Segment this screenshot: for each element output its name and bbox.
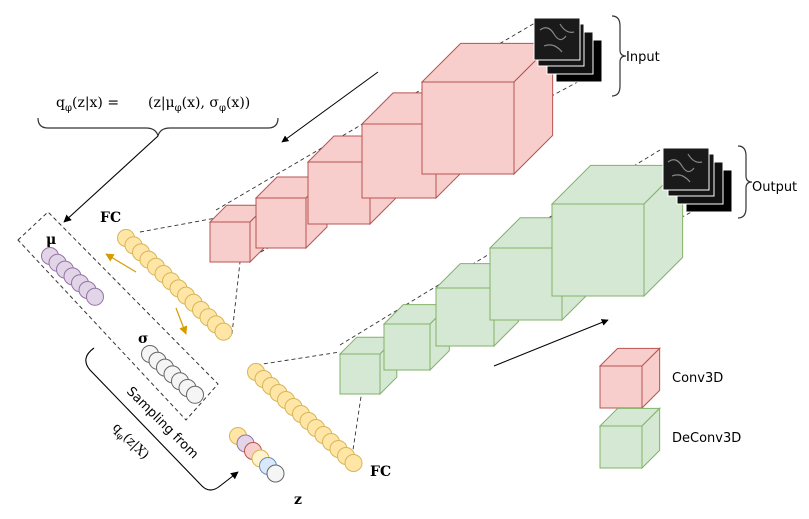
legend-label: DeConv3D — [672, 431, 741, 446]
formula-q-args: (z|x) = — [72, 95, 119, 111]
formula-to-latent-arrow — [63, 135, 159, 223]
decoder-deconv3d-blocks — [338, 164, 684, 396]
fc-encoder-label: FC — [100, 210, 121, 226]
legend-label: Conv3D — [672, 371, 723, 386]
latent-box — [17, 211, 219, 421]
output-image-stack — [662, 147, 733, 213]
legend: Conv3D DeConv3D — [598, 347, 741, 470]
fc-to-sigma-arrow — [175, 307, 188, 335]
input-label: Input — [626, 50, 660, 65]
posterior-formula: qφ(z|x) = (z|μφ(x), σφ(x)) — [56, 95, 250, 114]
formula-mu-subscript: φ — [175, 103, 182, 114]
sigma-node — [186, 385, 204, 404]
legend-swatch — [598, 407, 661, 470]
fc-decoder-label: FC — [370, 464, 391, 480]
formula-sigma-subscript: φ — [219, 103, 226, 114]
fc-node — [344, 454, 363, 472]
output-label: Output — [752, 180, 797, 195]
encoder-flow-arrow — [281, 71, 379, 143]
encoder-conv3d-blocks — [208, 42, 554, 264]
fc-to-mu-arrow — [105, 253, 137, 273]
formula-brace — [37, 117, 279, 137]
mu-nodes — [41, 247, 104, 306]
svg-text:qφ(z|x) =: qφ(z|x) = — [56, 95, 119, 114]
formula-q-subscript: φ — [65, 103, 72, 114]
fc-node — [214, 322, 233, 341]
z-node — [266, 464, 285, 483]
mu-node — [86, 287, 104, 306]
sigma-label: σ — [138, 331, 148, 347]
formula-rhs-close: (x)) — [226, 95, 250, 111]
conv3d-block — [420, 42, 554, 176]
decoder-flow-arrow — [493, 319, 609, 367]
mu-label: μ — [46, 232, 56, 248]
legend-swatch — [598, 347, 661, 410]
sampling-bracket — [85, 347, 239, 491]
z-nodes — [229, 427, 285, 483]
fc-encoder-nodes — [117, 229, 233, 341]
svg-text:(z|μφ(x), σφ(x)): (z|μφ(x), σφ(x)) — [148, 95, 250, 114]
formula-rhs-open: (z|μ — [148, 95, 175, 111]
formula-q: q — [56, 95, 65, 111]
formula-rhs-mid: (x), σ — [182, 95, 220, 111]
sigma-nodes — [141, 345, 204, 404]
input-image-stack — [533, 17, 603, 83]
output-brace — [737, 145, 753, 219]
deconv3d-block — [550, 164, 684, 298]
input-brace — [611, 15, 627, 97]
z-label: z — [294, 492, 302, 508]
fc-decoder-nodes — [247, 363, 363, 472]
